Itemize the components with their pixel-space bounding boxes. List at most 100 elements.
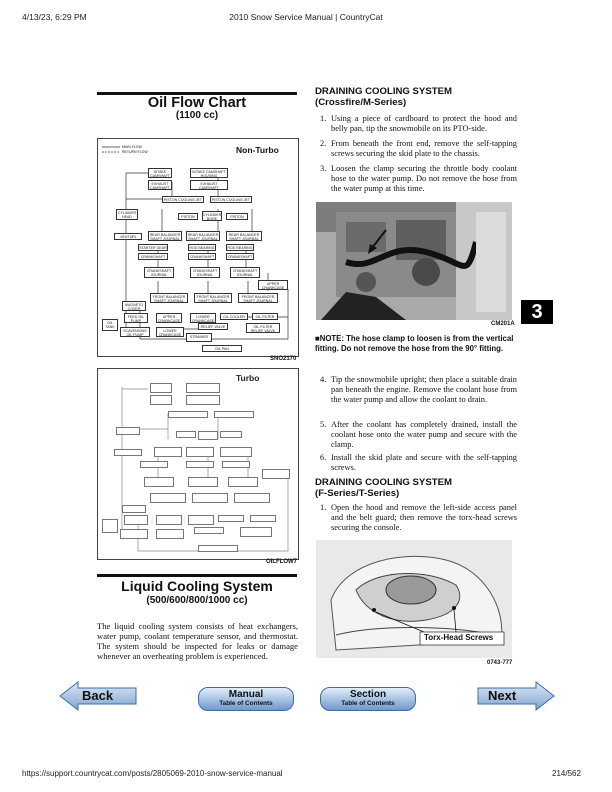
step-2: 2. From beneath the front end, remove th… xyxy=(320,139,517,159)
step-number: 5. xyxy=(320,420,327,429)
liquid-cooling-subtitle: (500/600/800/1000 cc) xyxy=(146,595,248,606)
turbo-box-1 xyxy=(150,383,172,393)
engine-hose-photo xyxy=(316,202,512,320)
step-5: 5. After the coolant has completely drai… xyxy=(320,420,517,449)
turbo-box-5 xyxy=(168,411,208,418)
box-relief-valve: RELIEF VALVE xyxy=(198,323,228,330)
turbo-box-17 xyxy=(222,461,250,468)
print-title: 2010 Snow Service Manual | CountryCat xyxy=(229,12,383,22)
step-4: 4. Tip the snowmobile upright; then plac… xyxy=(320,375,517,404)
turbo-box-13 xyxy=(186,447,214,457)
step-text: Open the hood and remove the left-side a… xyxy=(331,503,517,532)
box-crankshaft-2: CRANKSHAFT xyxy=(188,253,216,260)
box-crankshaft-1: CRANKSHAFT xyxy=(138,253,168,260)
turbo-box-11 xyxy=(114,449,142,456)
step-number: 4. xyxy=(320,375,327,384)
legend-main-flow: MAIN FLOW xyxy=(122,145,142,149)
turbo-box-20 xyxy=(228,477,258,487)
step-number: 1. xyxy=(320,114,327,123)
box-exhaust-camshaft: EXHAUST CAMSHAFT xyxy=(148,180,172,190)
print-url: https://support.countrycat.com/posts/280… xyxy=(22,769,283,778)
figure-caption-oilflow7: OILFLOW7 xyxy=(266,559,297,565)
step-f1: 1. Open the hood and remove the left-sid… xyxy=(320,503,517,532)
turbo-box-12 xyxy=(154,447,182,457)
step-number: 2. xyxy=(320,139,327,148)
figure-caption-sno2170: SNO2170 xyxy=(270,356,297,362)
box-rear-balancer-3: REAR BALANCER SHAFT JOURNAL xyxy=(226,231,262,241)
turbo-box-27 xyxy=(156,515,182,525)
turbo-box-28 xyxy=(188,515,214,525)
back-button[interactable]: Back xyxy=(58,680,138,712)
box-crankshaft-3: CRANKSHAFT xyxy=(226,253,254,260)
box-piston-cooling-jet-2: PISTON COOLING JET xyxy=(210,196,252,203)
console-torx-photo: Torx-Head Screws xyxy=(316,540,512,658)
oil-flow-subtitle: (1100 cc) xyxy=(175,110,219,121)
figure-caption-0743-777: 0743-777 xyxy=(487,660,513,666)
liquid-cooling-text: The liquid cooling system consists of he… xyxy=(97,621,298,661)
box-rod-bearing-2: ROD BEARING xyxy=(226,244,254,251)
turbo-box-31 xyxy=(102,519,118,533)
box-rod-bearing-1: ROD BEARING xyxy=(188,244,216,251)
box-intake-camshaft: INTAKE CAMSHAFT xyxy=(148,168,172,178)
box-exhaust-camshaft-housing: EXHAUST CAMSHAFT HOUSING xyxy=(190,180,228,190)
section-toc-button[interactable]: Section Table of Contents xyxy=(320,687,416,711)
manual-toc-button[interactable]: Manual Table of Contents xyxy=(198,687,294,711)
manual-toc-line2: Table of Contents xyxy=(219,700,273,707)
turbo-box-34 xyxy=(194,527,224,534)
chart-label-turbo: Turbo xyxy=(236,373,260,383)
engine-photo-drawing xyxy=(316,202,512,320)
turbo-box-22 xyxy=(150,493,186,503)
step-number: 3. xyxy=(320,164,327,173)
step-text: Using a piece of cardboard to protect th… xyxy=(331,114,517,133)
box-starter-gear: STARTER GEAR xyxy=(138,244,168,251)
turbo-box-15 xyxy=(140,461,168,468)
turbo-box-10 xyxy=(220,431,242,438)
next-arrow-icon xyxy=(477,680,555,712)
box-piston-cooling-jet-1: PISTON COOLING JET xyxy=(162,196,204,203)
liquid-cooling-title: Liquid Cooling System xyxy=(121,578,273,594)
turbo-box-36 xyxy=(198,545,238,552)
step-text: Tip the snowmobile upright; then place a… xyxy=(331,375,517,404)
step-text: Loosen the clamp securing the throttle b… xyxy=(331,164,517,193)
oil-flow-chart-non-turbo: MAIN FLOW RETURN FLOW Non-Turbo INTAKE C… xyxy=(97,138,299,357)
box-cylinder-head: CYLINDER HEAD xyxy=(116,209,138,220)
print-page-count: 214/562 xyxy=(552,769,581,778)
print-datetime: 4/13/23, 6:29 PM xyxy=(22,12,87,22)
torx-screws-label: Torx-Head Screws xyxy=(424,633,494,642)
box-venturi-hole: VENTURI HOLE xyxy=(114,233,142,240)
box-oil-filter-relief-valve: OIL FILTER RELIEF VALVE xyxy=(246,323,280,333)
section-toc-line2: Table of Contents xyxy=(341,700,395,707)
next-button[interactable]: Next xyxy=(476,680,556,712)
box-piston-pin: PISTON PIN xyxy=(226,213,248,220)
turbo-box-3 xyxy=(150,395,172,405)
box-rear-balancer-2: REAR BALANCER SHAFT JOURNAL xyxy=(186,231,220,241)
turbo-box-9 xyxy=(198,431,218,440)
turbo-box-35 xyxy=(240,527,272,537)
box-upper-crankcase: UPPER CRANKCASE xyxy=(258,280,288,290)
box-front-balancer-1: FRONT BALANCER SHAFT JOURNAL xyxy=(150,293,188,303)
box-front-balancer-3: FRONT BALANCER SHAFT JOURNAL xyxy=(238,293,278,303)
step-text: After the coolant has completely drained… xyxy=(331,420,517,449)
box-oil-cooler: OIL COOLER xyxy=(220,313,248,320)
turbo-box-21 xyxy=(262,469,290,479)
box-oil-tank: OIL TANK xyxy=(102,319,118,331)
section-tab: 3 xyxy=(521,300,553,324)
liquid-title-rule xyxy=(97,574,297,577)
box-feed-oil-pump: FEED OIL PUMP xyxy=(124,313,148,323)
legend-return-flow: RETURN FLOW xyxy=(122,150,148,154)
box-oil-filter: OIL FILTER xyxy=(252,313,278,320)
section-heading-fseries-line1: DRAINING COOLING SYSTEM xyxy=(315,477,452,488)
note-hose-clamp: ■NOTE: The hose clamp to loosen is from … xyxy=(315,334,514,353)
chart-label-non-turbo: Non-Turbo xyxy=(236,145,279,155)
turbo-box-26 xyxy=(124,515,148,525)
turbo-box-25 xyxy=(122,505,146,513)
section-heading-crossfire-line2: (Crossfire/M-Series) xyxy=(315,97,407,108)
console-photo-drawing xyxy=(316,540,512,658)
box-upper-crankcase-2: UPPER CRANKCASE xyxy=(156,313,182,323)
step-number: 6. xyxy=(320,453,327,462)
turbo-box-24 xyxy=(234,493,270,503)
turbo-box-32 xyxy=(120,529,148,539)
turbo-box-23 xyxy=(192,493,228,503)
next-label: Next xyxy=(488,688,517,703)
box-piston: PISTON xyxy=(178,213,198,220)
